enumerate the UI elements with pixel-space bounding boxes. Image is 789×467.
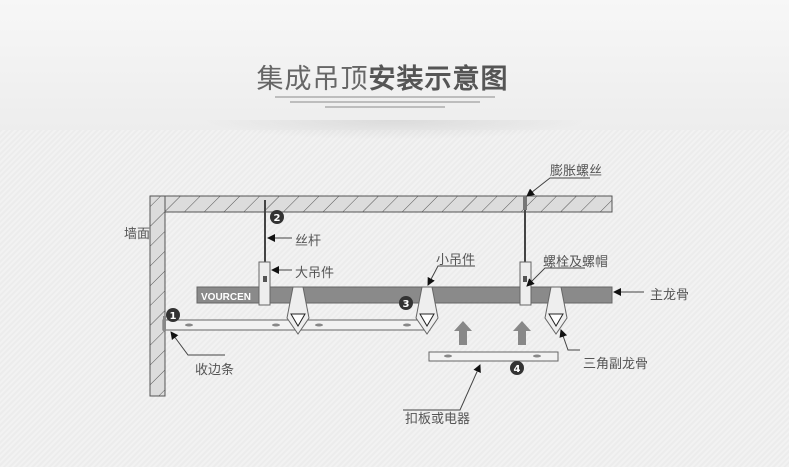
number-3: 3 bbox=[403, 299, 410, 310]
small-hangers bbox=[286, 286, 568, 335]
label-triangle-keel: 三角副龙骨 bbox=[583, 357, 649, 372]
step-number-4: 4 bbox=[510, 361, 524, 375]
title-light: 集成吊顶 bbox=[256, 64, 369, 95]
label-expansion-screw: 膨胀螺丝 bbox=[550, 164, 603, 179]
leader-lines bbox=[170, 177, 644, 411]
subtitle-fine-print bbox=[270, 93, 500, 111]
label-panel: 扣板或电器 bbox=[405, 412, 471, 427]
label-wall: 墙面 bbox=[124, 227, 151, 242]
number-2: 2 bbox=[274, 213, 281, 224]
panel bbox=[428, 351, 559, 362]
label-main-keel: 主龙骨 bbox=[650, 288, 690, 303]
label-edge-strip: 收边条 bbox=[195, 363, 235, 378]
header-band bbox=[0, 0, 789, 130]
wall bbox=[149, 195, 166, 397]
header-shadow bbox=[200, 120, 590, 140]
step-number-3: 3 bbox=[399, 296, 413, 310]
ceiling-slab bbox=[149, 195, 613, 213]
step-number-2: 2 bbox=[270, 210, 284, 224]
page-title: 集成吊顶安装示意图 bbox=[250, 57, 515, 96]
label-big-hanger: 大吊件 bbox=[295, 266, 335, 281]
threaded-rod-left bbox=[258, 200, 271, 306]
label-bolt-nut: 螺栓及螺帽 bbox=[543, 255, 609, 270]
up-arrow-icon bbox=[454, 321, 531, 345]
brand-label: VOURCEN bbox=[201, 292, 251, 303]
label-small-hanger: 小吊件 bbox=[436, 253, 476, 268]
number-1: 1 bbox=[170, 311, 177, 322]
step-number-1: 1 bbox=[166, 308, 180, 322]
number-4: 4 bbox=[514, 364, 521, 375]
title-bold: 安装示意图 bbox=[368, 64, 509, 95]
label-rod: 丝杆 bbox=[295, 234, 322, 249]
